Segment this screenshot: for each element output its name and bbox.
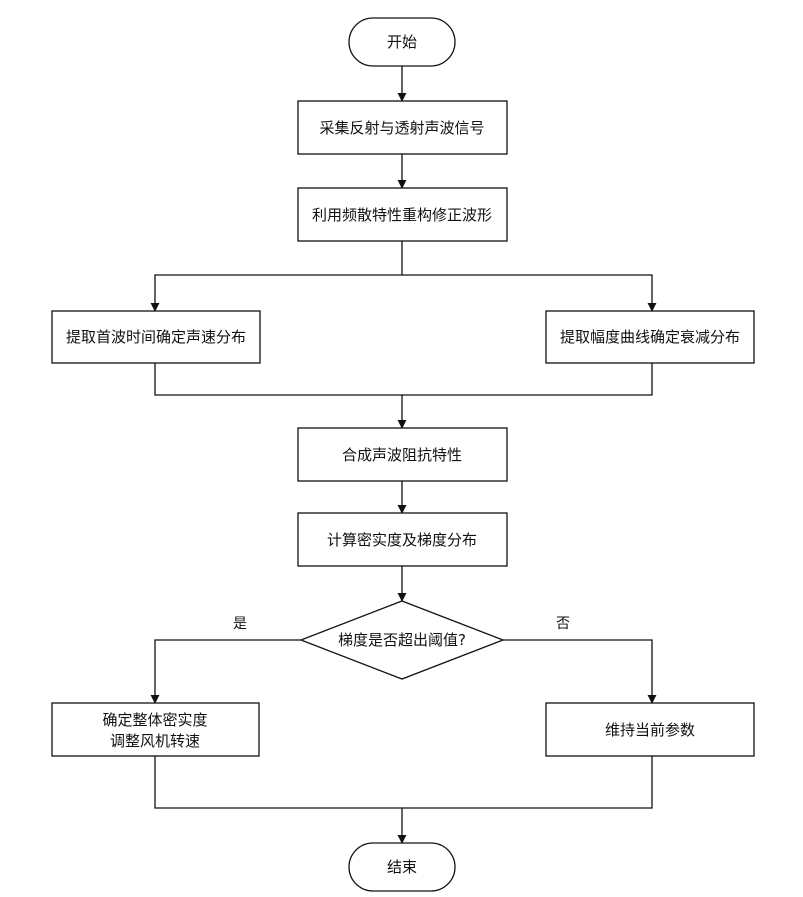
edge-reconstruct-first-arrival xyxy=(155,241,402,311)
synthesize-label: 合成声波阻抗特性 xyxy=(342,446,462,464)
collect-label: 采集反射与透射声波信号 xyxy=(319,119,484,137)
decision-label: 梯度是否超出阈值? xyxy=(338,631,466,649)
no-action-label: 维持当前参数 xyxy=(605,721,695,739)
yes-label: 是 xyxy=(233,616,247,632)
reconstruct-label: 利用频散特性重构修正波形 xyxy=(312,206,492,224)
end-label: 结束 xyxy=(387,858,417,876)
edge-yes-end xyxy=(155,756,402,843)
start-label: 开始 xyxy=(387,33,417,51)
yes-action-label-line2: 调整风机转速 xyxy=(110,732,200,750)
edge-decision-no xyxy=(503,640,652,703)
yes-action-label-line1: 确定整体密实度 xyxy=(102,711,207,729)
edge-decision-yes xyxy=(155,640,301,703)
edge-first-arrival-synthesize xyxy=(155,363,402,428)
edge-no-end xyxy=(402,756,652,808)
edge-reconstruct-amplitude xyxy=(402,275,652,311)
first-arrival-label: 提取首波时间确定声速分布 xyxy=(66,328,246,346)
compute-label: 计算密实度及梯度分布 xyxy=(327,531,477,549)
amplitude-label: 提取幅度曲线确定衰减分布 xyxy=(560,328,740,346)
edge-amplitude-synthesize xyxy=(402,363,652,395)
no-label: 否 xyxy=(556,616,570,632)
